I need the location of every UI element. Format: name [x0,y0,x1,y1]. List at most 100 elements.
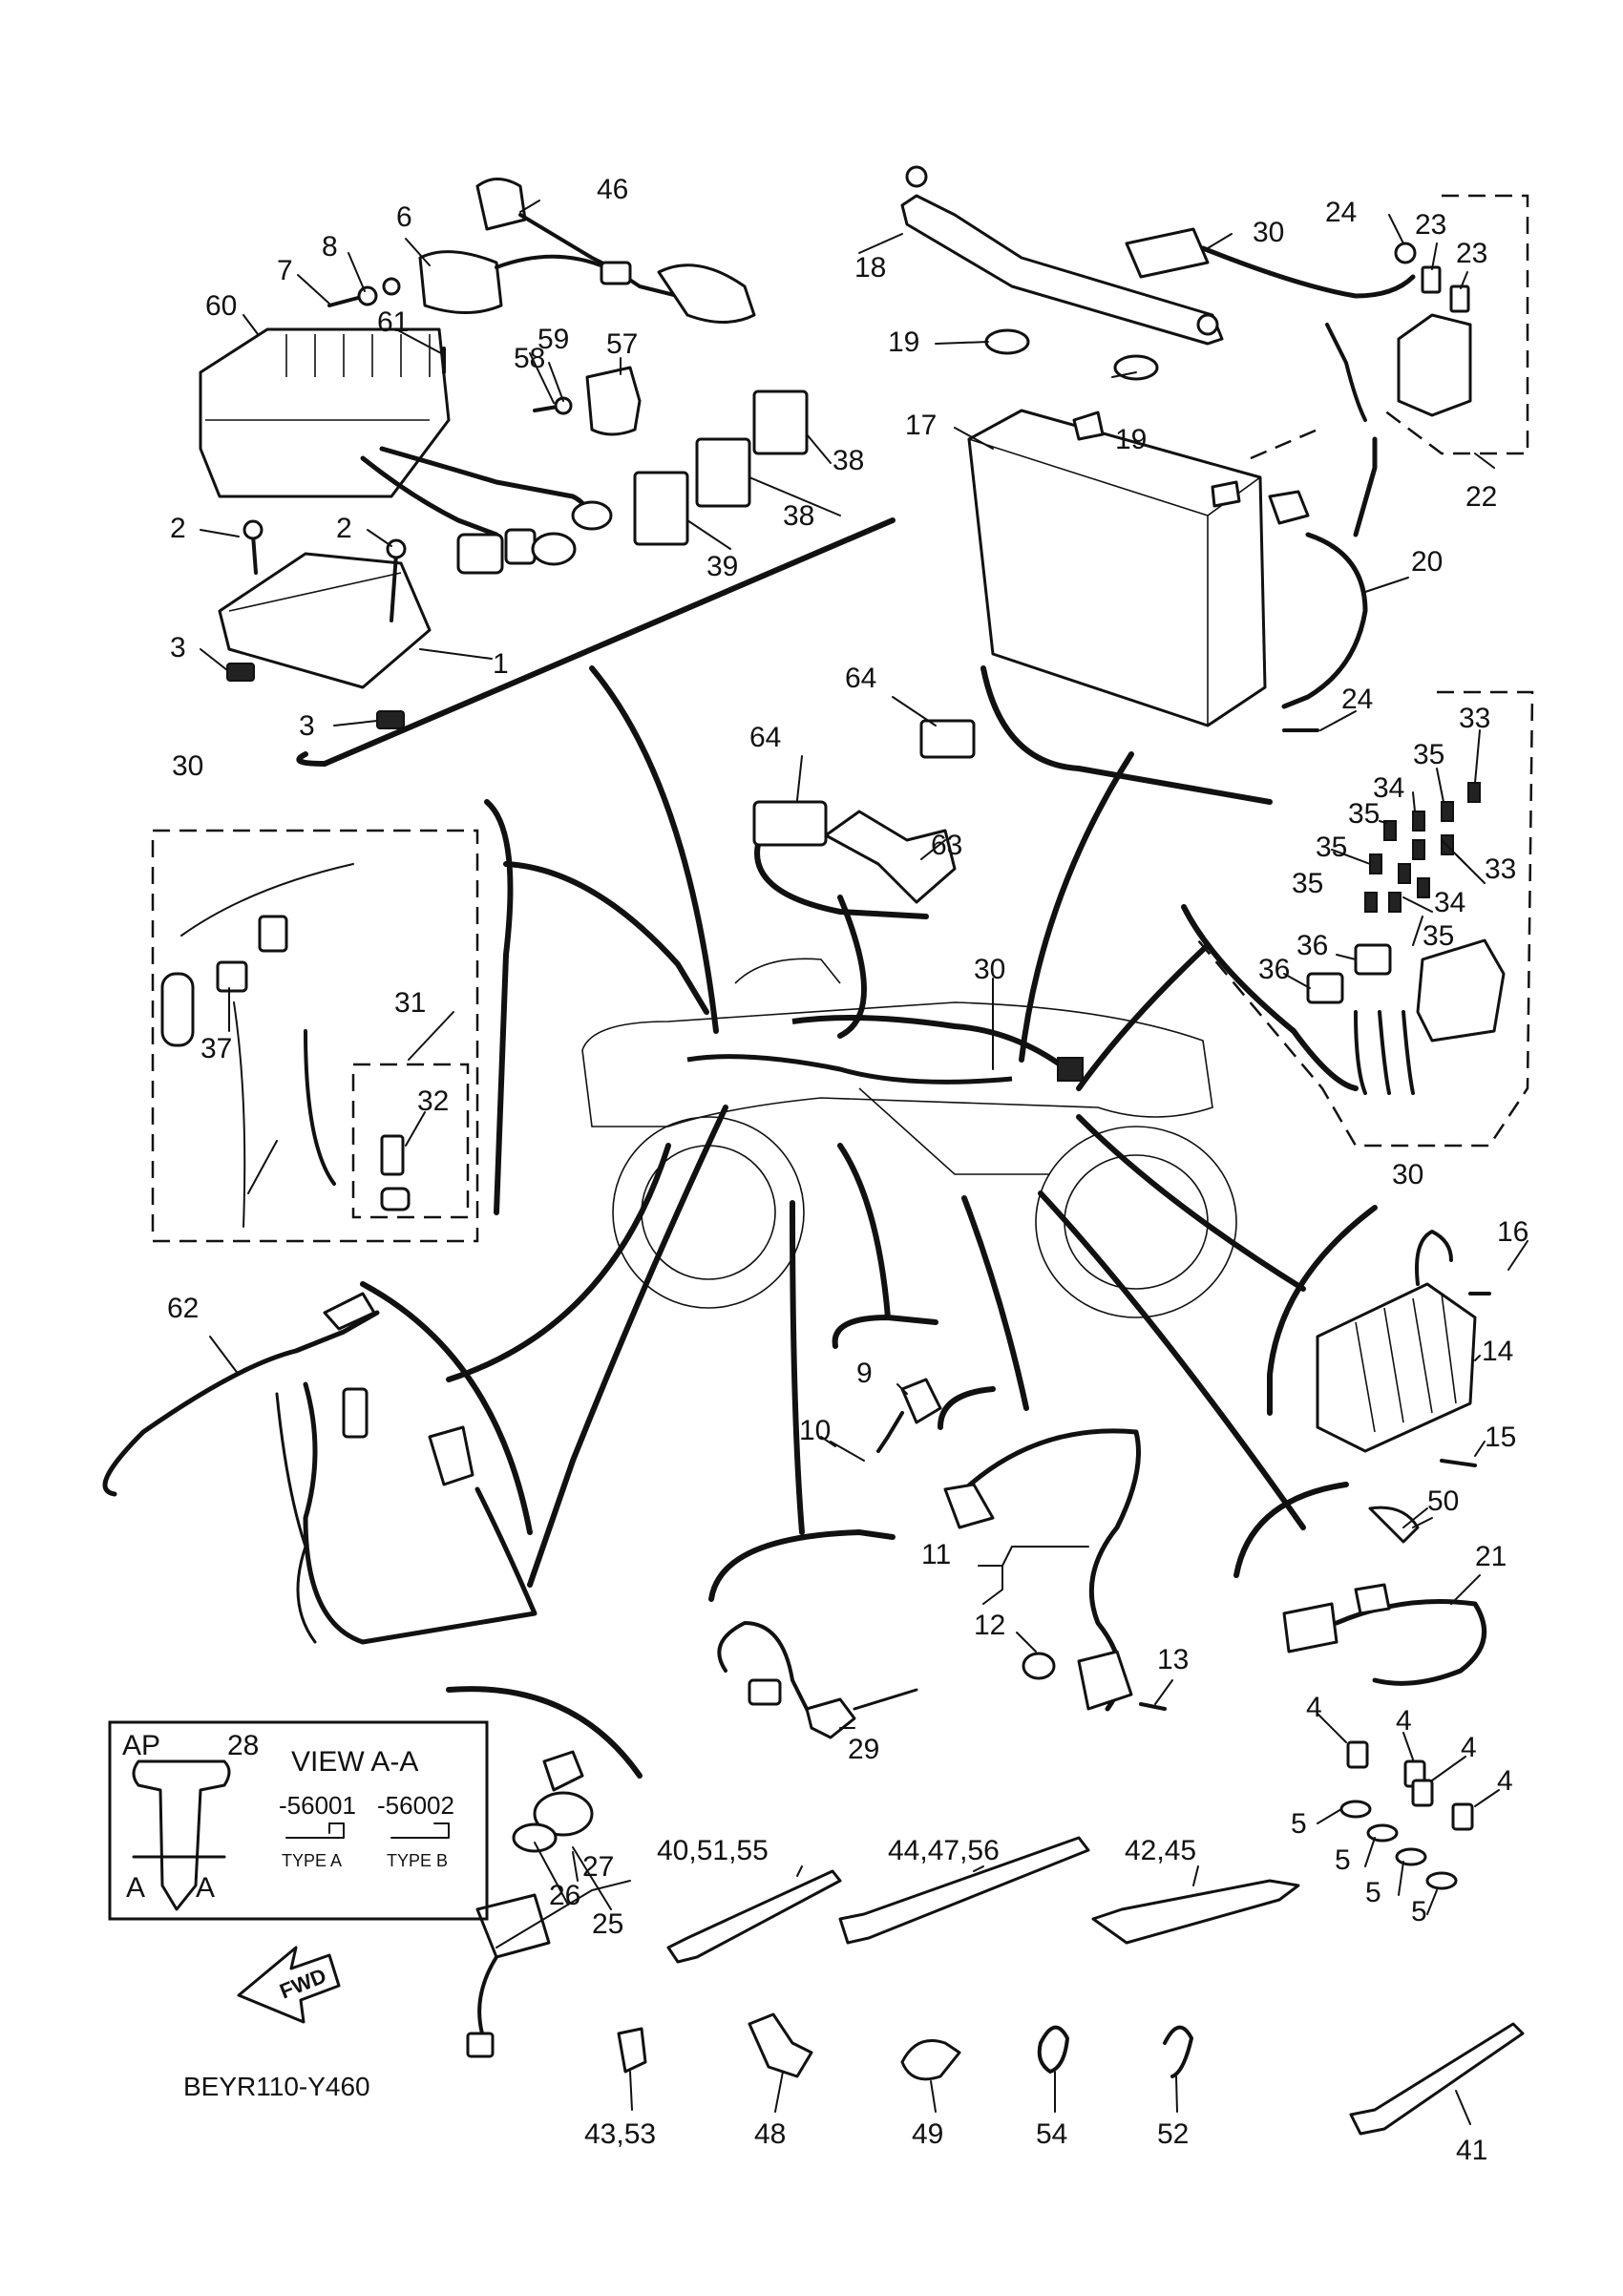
type-a-label: TYPE A [282,1851,342,1870]
callout-49: 49 [912,2118,943,2150]
callout-9: 9 [856,1358,873,1389]
relay-38a [752,390,809,455]
callout-35: 35 [1292,868,1323,899]
callout-3: 3 [299,710,315,742]
callout-36: 36 [1296,930,1328,961]
callout-14: 14 [1482,1336,1513,1367]
callout-41: 41 [1456,2135,1487,2166]
fusebox-group [1197,690,1534,1148]
callout-30: 30 [1253,217,1284,248]
plug-cap [657,263,756,324]
callout-37: 37 [200,1033,232,1064]
callout-54: 54 [1036,2118,1067,2150]
callout-43-53: 43,53 [584,2118,656,2150]
callout-34: 34 [1373,772,1404,804]
ignition-switch [466,1750,631,2058]
callout-29: 29 [848,1734,879,1765]
callout-35: 35 [1348,798,1380,830]
battery-cable-clamp [1125,227,1210,279]
atv-silhouette [581,958,1237,1318]
starter-relay [1397,313,1472,417]
callout-5: 5 [1335,1844,1351,1876]
forward-arrow-icon [237,1946,341,2024]
callout-44-47-56: 44,47,56 [888,1835,1000,1866]
relay-group-outline [754,837,929,919]
plug-group-outline [938,1386,996,1430]
callout-27: 27 [582,1851,614,1883]
relay-64a [752,800,828,847]
callout-46: 46 [597,174,628,205]
tie-clamps [617,1836,1525,2136]
callout-2: 2 [170,513,186,544]
callout-4: 4 [1497,1765,1513,1797]
callout-16: 16 [1497,1216,1528,1248]
callout-4: 4 [1396,1705,1412,1737]
fuse-box [1416,938,1506,1043]
clamp-42 [1091,1879,1300,1945]
handlebar-group [151,829,479,1243]
front-harness-62 [102,1292,537,1645]
ecu-unit [199,327,451,498]
vehicle-leader-lines [446,665,1306,1588]
callout-62: 62 [167,1293,199,1324]
battery-group [900,165,1529,732]
handlebar-detail-box [151,829,479,1243]
callout-5: 5 [1365,1877,1381,1908]
callout-40-51-55: 40,51,55 [657,1835,769,1866]
relay-bracket-group [752,719,976,904]
handlebar-group-outline [484,799,514,1215]
section-mark-left: A [126,1872,145,1904]
callout-8: 8 [322,231,338,263]
callout-15: 15 [1485,1422,1516,1453]
callout-labels: 1 2 2 3 3 4 4 4 4 5 5 5 5 6 7 8 9 10 11 … [167,174,1528,2166]
callout-4: 4 [1461,1732,1477,1763]
ecu-group-outline [296,517,896,768]
speed-sensor-outline [708,1528,896,1602]
damper-19a [984,328,1030,355]
ignition-group-outline [446,1686,643,1779]
key-box: AP 28 VIEW A-A -56001 -56002 TYPE A TYPE… [108,1720,489,1921]
relay-38b [695,437,751,508]
callout-25: 25 [592,1908,623,1940]
clamp-49 [900,2039,961,2081]
plug-11 [943,1428,1167,1712]
callout-23: 23 [1456,238,1487,269]
callout-4: 4 [1306,1692,1322,1723]
fusebox-group-outline [1181,904,1359,1091]
relay-bracket [824,810,957,904]
switch-connector [258,915,288,953]
callout-13: 13 [1157,1644,1189,1675]
callout-33: 33 [1485,853,1516,885]
callout-39: 39 [706,551,738,582]
callout-35: 35 [1413,739,1444,770]
callout-64: 64 [749,722,781,753]
callout-leaders [200,200,1528,2125]
callout-6: 6 [396,201,412,233]
ecu-group [199,178,809,729]
callout-34: 34 [1434,887,1465,918]
callout-26: 26 [549,1880,580,1911]
front-wheel [612,1116,805,1309]
harness-connector [1057,1057,1084,1082]
callout-22: 22 [1465,481,1497,513]
callout-1: 1 [493,648,509,680]
key-28 [132,1759,231,1911]
clip-57 [585,366,642,436]
callout-64: 64 [845,663,876,694]
main-switch-lead [475,178,527,231]
type-b-label: TYPE B [387,1851,448,1870]
cable-tie-40 [666,1869,842,1964]
fwd-arrow: FWD BEYR110-Y460 [183,1946,370,2101]
callout-5: 5 [1411,1896,1427,1927]
callout-38: 38 [833,445,864,476]
key-prefix: AP [122,1730,160,1761]
rectifier-group-outline [1267,1205,1378,1416]
speed-sensor-29 [717,1621,918,1739]
callout-24: 24 [1341,684,1373,715]
callout-30: 30 [1392,1159,1423,1190]
starter-relay-box [1383,194,1529,455]
callout-12: 12 [974,1610,1005,1641]
relay-64b [919,719,976,759]
callout-59: 59 [537,324,569,355]
callout-30: 30 [974,954,1005,985]
